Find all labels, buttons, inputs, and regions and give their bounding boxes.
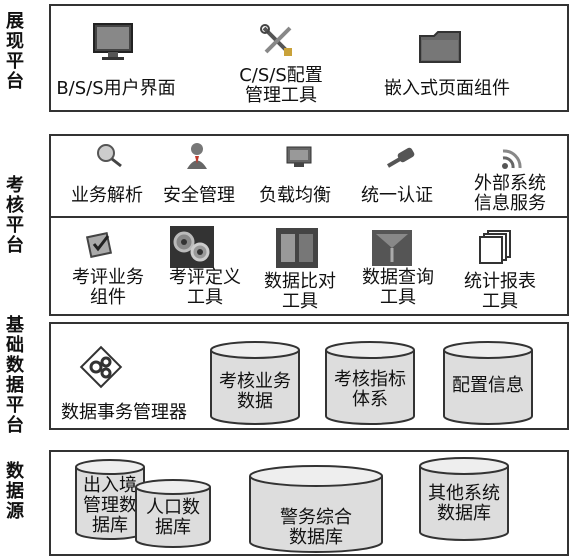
query-icon bbox=[372, 230, 412, 270]
monitor-icon bbox=[92, 22, 134, 66]
business-analysis: 业务解析 bbox=[71, 185, 143, 206]
other-system-db: 其他系统 数据库 bbox=[418, 456, 510, 542]
population-db: 人口数 据库 bbox=[134, 478, 212, 550]
security-management: 安全管理 bbox=[163, 185, 235, 206]
cs-config-tool: C/S/S配置 管理工具 bbox=[239, 65, 323, 106]
assessment-row-divider bbox=[49, 216, 569, 218]
compare-icon bbox=[276, 228, 318, 272]
folder-icon bbox=[418, 30, 462, 68]
evaluation-definition-tool: 考评定义 工具 bbox=[169, 267, 241, 308]
data-platform-label: 基 础 数 据 平 台 bbox=[6, 315, 24, 436]
data-query-tool: 数据查询 工具 bbox=[362, 267, 434, 308]
unified-authentication: 统一认证 bbox=[361, 185, 433, 206]
presentation-layer bbox=[49, 4, 569, 112]
statistical-report-tool: 统计报表 工具 bbox=[464, 271, 536, 312]
user-icon bbox=[186, 142, 208, 174]
assessment-indicator-system-db: 考核指标 体系 bbox=[324, 340, 416, 426]
immigration-db: 出入境 管理数 据库 bbox=[74, 458, 146, 542]
assessment-platform-label: 考 核 平 台 bbox=[6, 175, 24, 256]
magnifier-icon bbox=[94, 142, 124, 172]
data-source-label: 数 据 源 bbox=[6, 461, 24, 522]
bs-user-interface: B/S/S用户界面 bbox=[56, 78, 176, 99]
gear-diamond-icon bbox=[78, 344, 124, 394]
key-icon bbox=[386, 146, 416, 172]
load-balancing: 负载均衡 bbox=[259, 185, 331, 206]
document-check-icon bbox=[85, 230, 114, 262]
assessment-layer bbox=[49, 134, 569, 316]
server-icon bbox=[286, 146, 312, 172]
police-integrated-db: 警务综合 数据库 bbox=[248, 464, 384, 554]
assessment-business-data-db: 考核业务 数据 bbox=[209, 340, 301, 426]
tools-icon bbox=[260, 24, 294, 62]
data-transaction-manager: 数据事务管理器 bbox=[61, 402, 187, 423]
wireless-icon bbox=[500, 148, 524, 174]
gears-icon bbox=[170, 226, 214, 272]
evaluation-business-component: 考评业务 组件 bbox=[72, 267, 144, 308]
data-comparison-tool: 数据比对 工具 bbox=[264, 271, 336, 312]
presentation-platform-label: 展 现 平 台 bbox=[6, 11, 24, 92]
configuration-info-db: 配置信息 bbox=[442, 340, 534, 426]
external-system-info-service: 外部系统 信息服务 bbox=[474, 173, 546, 214]
report-stack-icon bbox=[478, 230, 514, 268]
embedded-page-component: 嵌入式页面组件 bbox=[384, 78, 510, 99]
